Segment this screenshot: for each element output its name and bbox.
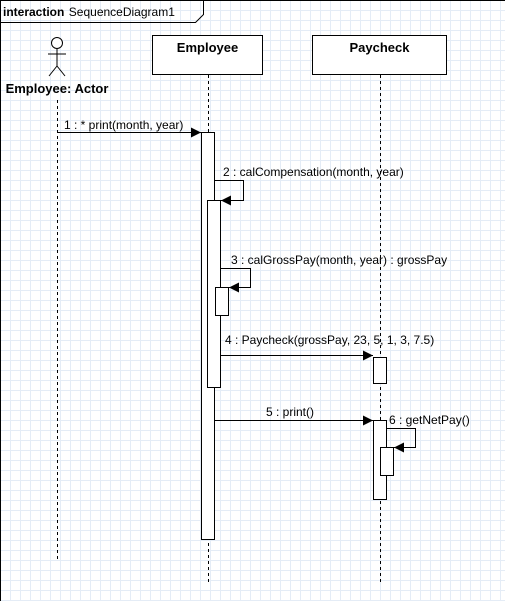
message-1-label: 1 : * print(month, year)	[64, 118, 183, 132]
lifeline-actor[interactable]: Employee: Actor	[6, 37, 109, 561]
actor-label: Employee: Actor	[6, 81, 109, 96]
message-5-label: 5 : print()	[266, 405, 314, 419]
lifeline-paycheck[interactable]: Paycheck	[312, 35, 447, 584]
message-5[interactable]: 5 : print()	[214, 405, 374, 426]
message-3-label: 3 : calGrossPay(month, year) : grossPay	[231, 253, 447, 267]
message-2-arrow	[214, 180, 244, 206]
message-3-arrow	[220, 268, 251, 293]
activation-paycheck-getnetpay[interactable]	[380, 447, 394, 476]
message-6-label: 6 : getNetPay()	[389, 413, 470, 427]
messages: 1 : * print(month, year) 2 : calCompensa…	[57, 118, 470, 453]
message-6[interactable]: 6 : getNetPay()	[386, 413, 470, 453]
actor-stick-figure-icon	[48, 37, 66, 77]
message-2-label: 2 : calCompensation(month, year)	[223, 165, 404, 179]
activation-paycheck-constructor[interactable]	[373, 357, 387, 384]
frame-title: interaction SequenceDiagram1	[3, 3, 175, 20]
paycheck-head-label: Paycheck	[350, 40, 411, 55]
message-3[interactable]: 3 : calGrossPay(month, year) : grossPay	[220, 253, 448, 293]
message-2[interactable]: 2 : calCompensation(month, year)	[214, 165, 404, 206]
frame-tab-outline	[0, 0, 204, 23]
message-6-arrow	[386, 428, 416, 453]
message-1[interactable]: 1 : * print(month, year)	[57, 118, 202, 138]
paycheck-head-box	[312, 35, 447, 75]
activation-employee-calgrosspay[interactable]	[215, 287, 229, 316]
employee-head-box	[152, 35, 263, 75]
frame-keyword: interaction	[3, 5, 64, 19]
message-4-label: 4 : Paycheck(grossPay, 23, 5, 1, 3, 7.5)	[225, 333, 434, 347]
message-4[interactable]: 4 : Paycheck(grossPay, 23, 5, 1, 3, 7.5)	[220, 333, 435, 361]
frame-name: SequenceDiagram1	[69, 5, 175, 19]
employee-head-label: Employee	[177, 40, 238, 55]
activation-bars	[201, 132, 394, 540]
